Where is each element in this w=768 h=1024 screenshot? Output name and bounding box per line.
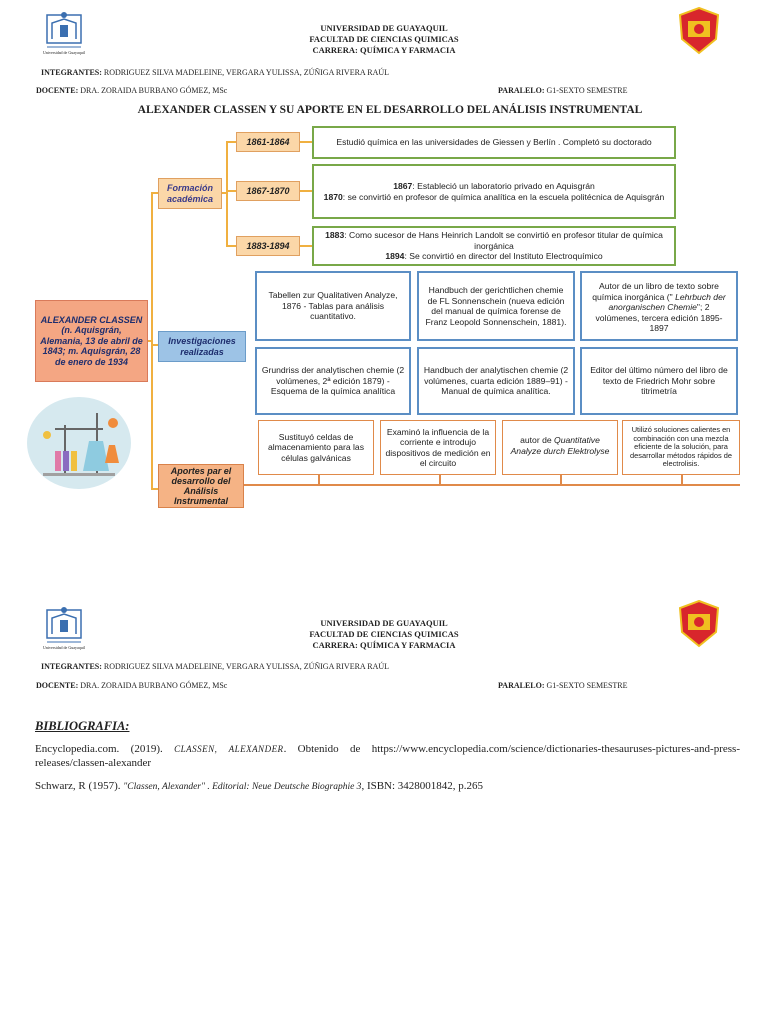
university-name: UNIVERSIDAD DE GUAYAQUIL — [320, 618, 448, 628]
teacher-line: DOCENTE: DRA. ZORAIDA BURBANO GÓMEZ, MSc — [36, 86, 227, 95]
event-line-1894: 1894: Se convirtió en director del Insti… — [385, 251, 602, 262]
investigation-mohr-editor: Editor del último número del libro de te… — [580, 347, 738, 415]
bib1-author: Encyclopedia.com. (2019). — [35, 743, 175, 755]
date-connector-line — [226, 245, 236, 247]
investigation-tabellen: Tabellen zur Qualitativen Analyze, 1876 … — [255, 271, 411, 341]
contribution-book-author: autor de Quantitative Analyze durch Elek… — [502, 420, 618, 475]
bib1-title: CLASSEN, ALEXANDER — [174, 744, 284, 754]
aporte-connector-line — [681, 475, 683, 485]
teacher-line: DOCENTE: DRA. ZORAIDA BURBANO GÓMEZ, MSc — [36, 681, 227, 690]
aportes-horizontal-line — [244, 484, 740, 486]
logo-caption: Universidad de Guayaquil — [43, 50, 85, 55]
timeline-branch-line — [226, 141, 228, 247]
event-year: 1894 — [385, 251, 405, 262]
event-year: 1870 — [323, 191, 343, 202]
teacher-value: DRA. ZORAIDA BURBANO GÓMEZ, MSc — [80, 681, 228, 690]
parallel-label: PARALELO: — [498, 86, 545, 95]
category-aportes: Aportes par el desarrollo del Análisis I… — [158, 464, 244, 508]
aporte-connector-line — [439, 475, 441, 485]
parallel-value: G1-SEXTO SEMESTRE — [546, 86, 628, 95]
members-line: INTEGRANTES: RODRIGUEZ SILVA MADELEINE, … — [41, 662, 389, 671]
event-text: : Estableció un laboratorio privado en A… — [412, 181, 595, 191]
investigation-lehrbuch-post: "; 2 volúmenes, tercera edición 1895-189… — [595, 302, 723, 333]
contribution-book-title: Quantitative Analyze durch Elektrolyse — [510, 435, 610, 456]
faculty-name: FACULTAD DE CIENCIAS QUIMICAS — [309, 34, 459, 44]
event-year: 1867 — [393, 181, 413, 191]
main-node-name: ALEXANDER CLASSEN — [40, 314, 143, 325]
investigation-lehrbuch-title: Lehrbuch der anorganischen Chemie — [608, 291, 726, 313]
parallel-label: PARALELO: — [498, 681, 545, 690]
investigaciones-connector-line — [151, 344, 159, 346]
formacion-connector-line — [151, 192, 159, 194]
lab-illustration-icon — [27, 397, 131, 489]
main-node-classen: ALEXANDER CLASSEN (n. Aquisgrán, Alemani… — [35, 300, 148, 382]
event-1867-1870: 1867: Estableció un laboratorio privado … — [312, 164, 676, 219]
event-text: : se convirtió en profesor de química an… — [342, 191, 665, 202]
bib2-author: Schwarz, R (1957). — [35, 780, 124, 792]
contribution-hot-solutions: Utilizó soluciones calientes en combinac… — [622, 420, 740, 475]
bibliography-heading: BIBLIOGRAFIA: — [35, 719, 130, 733]
page-title: ALEXANDER CLASSEN Y SU APORTE EN EL DESA… — [137, 104, 643, 116]
members-label: INTEGRANTES: — [41, 662, 102, 671]
category-investigaciones: Investigaciones realizadas — [158, 331, 246, 362]
event-1883-1894: 1883: Como sucesor de Hans Heinrich Land… — [312, 226, 676, 266]
parallel-line: PARALELO: G1-SEXTO SEMESTRE — [498, 86, 628, 95]
faculty-name: FACULTAD DE CIENCIAS QUIMICAS — [309, 629, 459, 639]
contribution-book-pre: autor de — [520, 435, 555, 445]
members-label: INTEGRANTES: — [41, 68, 102, 77]
investigation-handbuch-gerichtlichen: Handbuch der gerichtlichen chemie de FL … — [417, 271, 575, 341]
event-line-1867: 1867: Estableció un laboratorio privado … — [393, 181, 595, 192]
teacher-label: DOCENTE: — [36, 86, 79, 95]
main-connector-line — [147, 340, 153, 342]
teacher-label: DOCENTE: — [36, 681, 79, 690]
career-name: CARRERA: QUÍMICA Y FARMACIA — [312, 45, 456, 55]
bibliography-entry-1: Encyclopedia.com. (2019). CLASSEN, ALEXA… — [35, 742, 740, 770]
aporte-connector-line — [318, 475, 320, 485]
investigation-lehrbuch: Autor de un libro de texto sobre química… — [580, 271, 738, 341]
main-node-details: (n. Aquisgrán, Alemania, 13 de abril de … — [40, 325, 143, 367]
bib1-source: . Obtenido de https://www.encyclopedia.c… — [35, 743, 740, 769]
event-connector-line — [300, 141, 312, 143]
parallel-value: G1-SEXTO SEMESTRE — [546, 681, 628, 690]
parallel-line: PARALELO: G1-SEXTO SEMESTRE — [498, 681, 628, 690]
members-value: RODRIGUEZ SILVA MADELEINE, VERGARA YULIS… — [103, 68, 390, 77]
event-year: 1883 — [325, 230, 345, 241]
event-connector-line — [300, 190, 312, 192]
timeline-branch-join — [219, 192, 227, 194]
date-1861-1864: 1861-1864 — [236, 132, 300, 152]
aportes-connector-line — [151, 488, 159, 490]
members-line: INTEGRANTES: RODRIGUEZ SILVA MADELEINE, … — [41, 68, 389, 77]
date-1867-1870: 1867-1870 — [236, 181, 300, 201]
bib2-title: "Classen, Alexander" . Editorial: Neue D… — [123, 782, 362, 792]
university-logo-icon — [46, 607, 82, 643]
date-connector-line — [226, 141, 236, 143]
event-text: : Como sucesor de Hans Heinrich Landolt … — [344, 230, 663, 251]
members-value: RODRIGUEZ SILVA MADELEINE, VERGARA YULIS… — [103, 662, 390, 671]
bib2-source: , ISBN: 3428001842, p.265 — [361, 780, 484, 792]
investigation-lehrbuch-pre: Autor de un libro de texto sobre química… — [592, 281, 719, 302]
date-1883-1894: 1883-1894 — [236, 236, 300, 256]
event-connector-line — [300, 245, 312, 247]
aporte-connector-line — [560, 475, 562, 485]
event-line-1883: 1883: Como sucesor de Hans Heinrich Land… — [318, 230, 670, 251]
event-line-1870: 1870: se convirtió en profesor de químic… — [324, 192, 665, 203]
contribution-storage-cells: Sustituyó celdas de almacenamiento para … — [258, 420, 374, 475]
investigation-grundriss: Grundriss der analytischen chemie (2 vol… — [255, 347, 411, 415]
university-logo-icon — [46, 12, 82, 48]
career-name: CARRERA: QUÍMICA Y FARMACIA — [312, 640, 456, 650]
logo-caption: Universidad de Guayaquil — [43, 645, 85, 650]
date-connector-line — [226, 190, 236, 192]
category-formacion: Formación académica — [158, 178, 222, 209]
contribution-current-influence: Examinó la influencia de la corriente e … — [380, 420, 496, 475]
event-1861-1864: Estudió química en las universidades de … — [312, 126, 676, 159]
event-text: : Se convirtió en director del Instituto… — [404, 251, 603, 262]
university-name: UNIVERSIDAD DE GUAYAQUIL — [320, 23, 448, 33]
faculty-shield-icon — [678, 7, 720, 55]
faculty-shield-icon — [678, 600, 720, 648]
bibliography-entry-2: Schwarz, R (1957). "Classen, Alexander" … — [35, 779, 740, 794]
teacher-value: DRA. ZORAIDA BURBANO GÓMEZ, MSc — [80, 86, 228, 95]
investigation-handbuch-analytischen: Handbuch der analytischen chemie (2 volú… — [417, 347, 575, 415]
